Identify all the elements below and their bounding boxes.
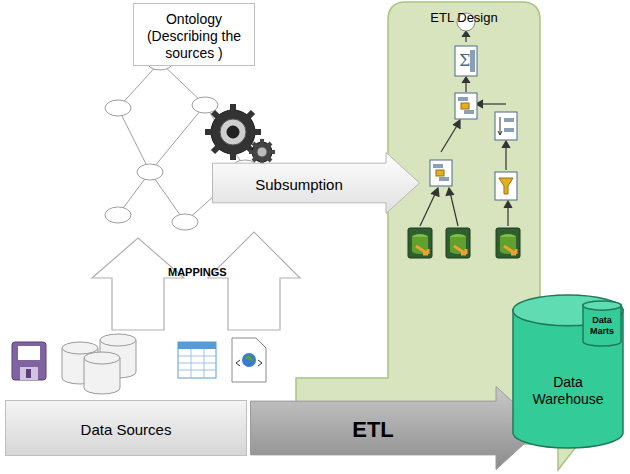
node-text: ETL — [352, 417, 394, 443]
etl-arrow-outline — [250, 386, 542, 470]
data-marts-cylinder: Data Marts — [582, 300, 622, 346]
data-warehouse-cylinder: Data Warehouse Data Marts — [512, 294, 624, 448]
mappings-label: MAPPINGS — [168, 266, 227, 278]
svg-text:Σ: Σ — [459, 51, 470, 70]
data-sources-box: Data Sources — [5, 400, 247, 456]
node-text: Subsumption — [255, 176, 343, 194]
node-text: Data Warehouse — [518, 374, 618, 408]
node-text: Data Sources — [81, 421, 172, 439]
node-text: Ontology (Describing the sources ) — [139, 11, 249, 61]
ontology-box: Ontology (Describing the sources ) — [133, 3, 255, 66]
subsumption-arrow: Subsumption — [212, 152, 420, 214]
node-text: Data Marts — [588, 315, 616, 337]
etl-arrow: ETL — [250, 386, 542, 470]
node-text: ETL Design — [430, 10, 497, 26]
